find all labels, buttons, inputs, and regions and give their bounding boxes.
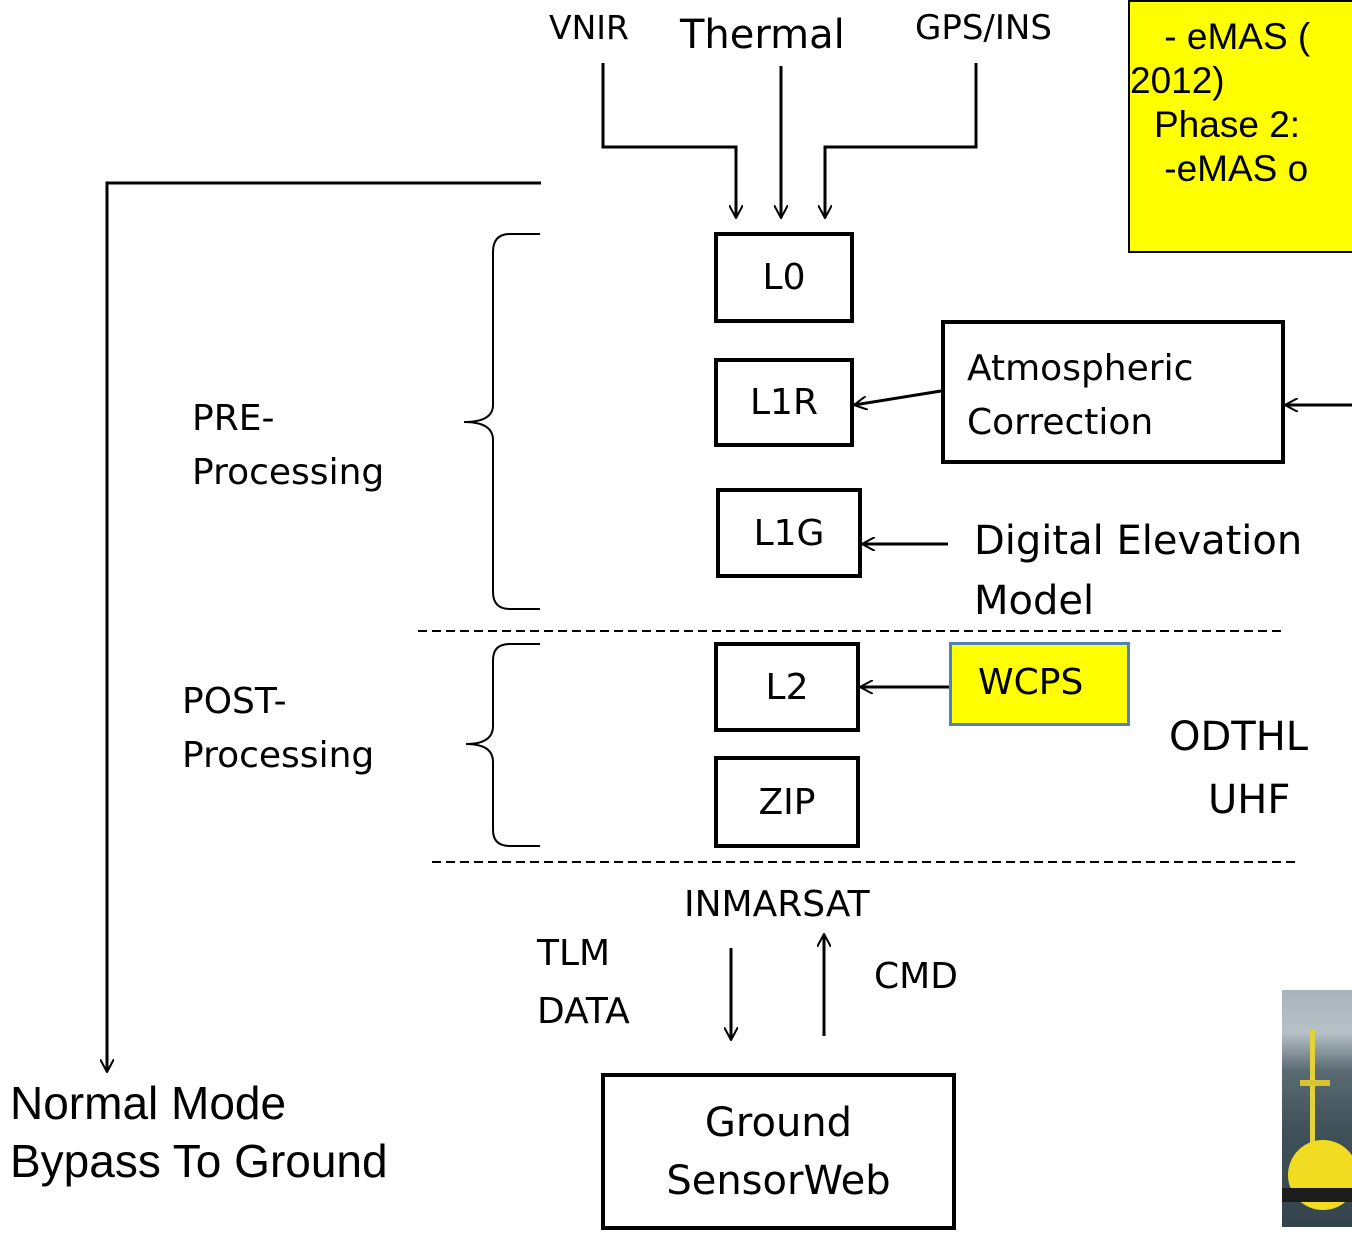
post-processing-label: POST- Processing [182,675,374,783]
data-label: DATA [537,983,630,1041]
l2-box: L2 [714,642,860,732]
cmd-label: CMD [874,956,958,997]
post-processing-word: Processing [182,729,374,783]
bypass-line [107,183,541,1072]
tlm-data-label: TLM DATA [537,925,630,1040]
note-line: 2012) [1130,60,1352,104]
ground-sensorweb-box: Ground SensorWeb [601,1073,956,1230]
zip-label: ZIP [759,782,816,823]
dem-line-1: Digital Elevation [974,511,1302,571]
correction-label: Correction [967,396,1193,450]
dem-label: Digital Elevation Model [974,511,1302,631]
zip-box: ZIP [714,756,860,848]
note-line: -eMAS o [1154,148,1352,192]
odthl-label: ODTHL [1169,714,1308,760]
buoy-photo [1282,990,1352,1227]
ground-label: Ground [666,1094,890,1152]
pre-processing-label: PRE- Processing [192,392,384,500]
l1g-box: L1G [716,488,862,578]
l1r-box: L1R [714,358,854,447]
post-processing-brace [466,644,540,846]
buoy-rail [1300,1080,1330,1086]
note-line: - eMAS ( [1154,16,1352,60]
pre-processing-word: Processing [192,446,384,500]
uhf-label: UHF [1208,777,1290,823]
l2-label: L2 [766,667,809,708]
gps-ins-arrow [825,63,976,218]
atm-to-l1r-arrow [854,391,941,405]
normal-mode-label: Normal Mode Bypass To Ground [10,1075,388,1190]
tlm-label: TLM [537,925,630,983]
vnir-arrow [603,63,736,218]
sensorweb-label: SensorWeb [666,1152,890,1210]
buoy-ring [1282,1188,1352,1202]
l1r-label: L1R [750,382,818,423]
normal-mode-line-2: Bypass To Ground [10,1133,388,1191]
pre-label: PRE- [192,392,384,446]
l0-box: L0 [714,232,854,323]
inmarsat-label: INMARSAT [684,884,870,925]
buoy-mast [1310,1030,1315,1150]
wcps-box: WCPS [949,642,1130,726]
normal-mode-line-1: Normal Mode [10,1075,388,1133]
l1g-label: L1G [754,513,825,554]
note-line: Phase 2: [1154,104,1352,148]
atmospheric-correction-box: Atmospheric Correction [941,320,1285,464]
gps-ins-label: GPS/INS [915,9,1052,48]
wcps-label: WCPS [978,662,1083,703]
vnir-label: VNIR [549,9,629,47]
pre-processing-brace [464,234,540,609]
dem-line-2: Model [974,571,1302,631]
atmospheric-label: Atmospheric [967,342,1193,396]
thermal-label: Thermal [680,12,845,58]
phase-note: - eMAS ( 2012) Phase 2: -eMAS o [1128,0,1352,253]
post-label: POST- [182,675,374,729]
l0-label: L0 [763,257,806,298]
